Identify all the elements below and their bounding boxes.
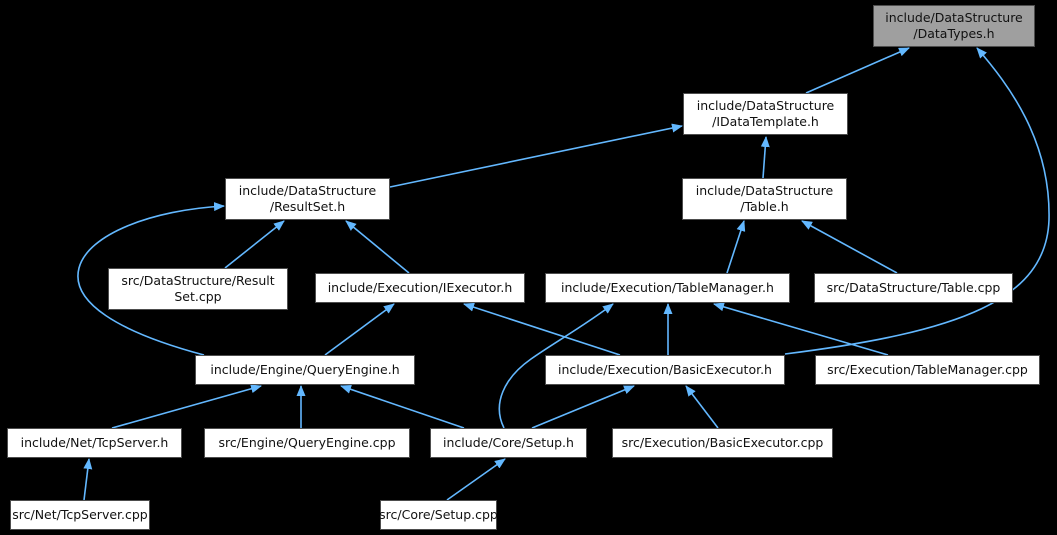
node-datatypes[interactable]: include/DataStructure/DataTypes.h	[873, 5, 1035, 47]
node-label-line: include/Engine/QueryEngine.h	[210, 362, 400, 377]
node-basicexecutor_h[interactable]: include/Execution/BasicExecutor.h	[545, 355, 785, 385]
node-label-line: include/Net/TcpServer.h	[20, 435, 169, 450]
edge-basicexecutor_cpp-to-basicexecutor_h	[685, 385, 719, 429]
edge-basicexecutor_h-to-iexecutor_h	[463, 302, 621, 356]
node-iexecutor_h[interactable]: include/Execution/IExecutor.h	[315, 273, 525, 303]
node-label-line: include/Core/Setup.h	[443, 435, 574, 450]
edge-queryengine_h-to-resultset_h	[77, 202, 225, 356]
edge-tcpserver_h-to-queryengine_h	[111, 384, 262, 429]
node-basicexecutor_cpp[interactable]: src/Execution/BasicExecutor.cpp	[612, 428, 833, 458]
node-setup_h[interactable]: include/Core/Setup.h	[430, 428, 587, 458]
node-table_cpp[interactable]: src/DataStructure/Table.cpp	[814, 273, 1013, 303]
edge-setup_h-to-basicexecutor_h	[531, 385, 635, 429]
node-label-line: src/Net/TcpServer.cpp	[12, 507, 148, 522]
node-label-line: /Table.h	[740, 199, 789, 214]
edge-tablemanager_h-to-table_h	[726, 220, 746, 274]
node-tablemanager_cpp[interactable]: src/Execution/TableManager.cpp	[815, 355, 1040, 385]
edge-setup_cpp-to-setup_h	[446, 458, 506, 501]
edge-resultset_cpp-to-resultset_h	[224, 220, 285, 269]
edge-tablemanager_cpp-to-tablemanager_h	[713, 302, 889, 356]
node-label-line: /DataTypes.h	[913, 26, 995, 41]
node-table_h[interactable]: include/DataStructure/Table.h	[682, 178, 847, 220]
edge-idatatemplate-to-datatypes	[805, 47, 910, 94]
node-label-line: Set.cpp	[174, 289, 222, 304]
edge-table_h-to-idatatemplate	[760, 136, 770, 179]
node-resultset_h[interactable]: include/DataStructure/ResultSet.h	[225, 178, 390, 220]
node-queryengine_cpp[interactable]: src/Engine/QueryEngine.cpp	[204, 428, 410, 458]
node-idatatemplate[interactable]: include/DataStructure/IDataTemplate.h	[683, 93, 848, 135]
node-label-line: src/DataStructure/Table.cpp	[826, 280, 1001, 295]
edge-table_cpp-to-table_h	[801, 220, 898, 274]
node-label-line: include/DataStructure	[695, 183, 834, 198]
node-tcpserver_h[interactable]: include/Net/TcpServer.h	[7, 428, 182, 458]
node-label-line: src/Core/Setup.cpp	[379, 507, 498, 522]
node-label-line: include/Execution/TableManager.h	[561, 280, 774, 295]
node-label-line: src/Execution/BasicExecutor.cpp	[621, 435, 824, 450]
edge-resultset_h-to-idatatemplate	[389, 123, 683, 188]
node-label-line: include/DataStructure	[238, 183, 377, 198]
edge-setup_h-to-tablemanager_h	[498, 303, 614, 429]
edge-queryengine_h-to-iexecutor_h	[324, 303, 395, 356]
edge-setup_h-to-queryengine_h	[340, 384, 465, 429]
node-label-line: /IDataTemplate.h	[712, 114, 819, 129]
node-label-line: include/Execution/IExecutor.h	[327, 280, 513, 295]
node-queryengine_h[interactable]: include/Engine/QueryEngine.h	[195, 355, 415, 385]
node-label-line: /ResultSet.h	[269, 199, 346, 214]
node-label-line: src/Execution/TableManager.cpp	[827, 362, 1028, 377]
node-label-line: include/DataStructure	[696, 98, 835, 113]
node-setup_cpp[interactable]: src/Core/Setup.cpp	[379, 500, 498, 530]
node-tablemanager_h[interactable]: include/Execution/TableManager.h	[545, 273, 790, 303]
node-tcpserver_cpp[interactable]: src/Net/TcpServer.cpp	[10, 500, 150, 530]
edge-iexecutor_h-to-resultset_h	[345, 220, 410, 274]
edge-tcpserver_cpp-to-tcpserver_h	[83, 458, 93, 501]
node-label-line: src/DataStructure/Result	[121, 273, 275, 288]
node-label-line: src/Engine/QueryEngine.cpp	[218, 435, 396, 450]
edge-basicexecutor_h-to-datatypes	[784, 47, 1050, 355]
node-label-line: include/Execution/BasicExecutor.h	[558, 362, 772, 377]
node-label-line: include/DataStructure	[885, 10, 1023, 25]
